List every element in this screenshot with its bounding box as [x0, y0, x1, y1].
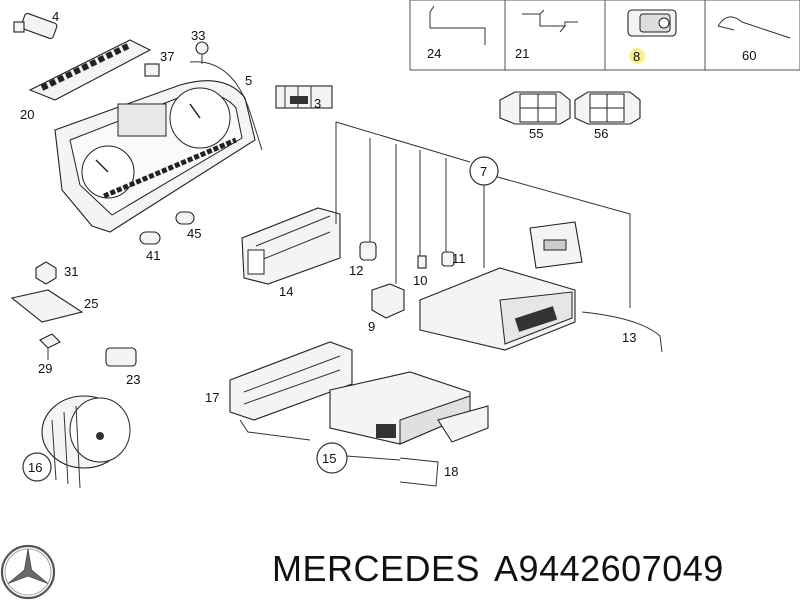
- mount-frame-17: [229, 341, 353, 441]
- callout-highlight-8: [629, 48, 645, 64]
- callout-circle-7: [469, 156, 499, 186]
- tachograph-unit: [329, 371, 489, 445]
- callout-45: 45: [187, 226, 201, 241]
- callout-20: 20: [20, 107, 34, 122]
- callout-16: 16: [28, 460, 42, 475]
- callout-4: 4: [52, 9, 59, 24]
- callout-8: 8: [633, 49, 640, 64]
- callout-14: 14: [279, 284, 293, 299]
- switch-part: [627, 9, 677, 37]
- plate-25: [10, 289, 84, 323]
- mercedes-star-logo: [0, 544, 56, 600]
- bracket-9: [371, 283, 405, 319]
- brand-name: MERCEDES: [272, 548, 481, 589]
- spacer-12: [359, 241, 377, 261]
- relay-55: [499, 91, 571, 125]
- callout-circle-16: [22, 452, 52, 482]
- key-18: [345, 455, 439, 487]
- nut-31: [35, 261, 57, 285]
- callout-56: 56: [594, 126, 608, 141]
- callout-23: 23: [126, 372, 140, 387]
- callout-21: 21: [515, 46, 529, 61]
- gauge-16: [41, 395, 131, 489]
- instrument-cluster: [13, 12, 333, 245]
- footer-part-info: MERCEDES A9442607049: [272, 548, 724, 590]
- callout-5: 5: [245, 73, 252, 88]
- callout-10: 10: [413, 273, 427, 288]
- bolt-29: [39, 333, 61, 360]
- callout-12: 12: [349, 263, 363, 278]
- callout-60: 60: [742, 48, 756, 63]
- radio-mount-bracket: [241, 207, 341, 285]
- callout-41: 41: [146, 248, 160, 263]
- callout-15: 15: [322, 451, 336, 466]
- connector-23: [105, 347, 137, 367]
- callout-24: 24: [427, 46, 441, 61]
- callout-17: 17: [205, 390, 219, 405]
- callout-circle-15: [316, 442, 348, 474]
- callout-11: 11: [452, 251, 466, 266]
- accessory-grid: [409, 0, 800, 71]
- clip-11: [441, 251, 455, 267]
- screw-10: [417, 255, 427, 269]
- radio-unit: [419, 267, 663, 353]
- callout-9: 9: [368, 319, 375, 334]
- callout-labels: 4 33 37 5 20 3 24 21 8 60 55 56 7 45 41 …: [20, 9, 756, 479]
- callout-7: 7: [480, 164, 487, 179]
- callout-33: 33: [191, 28, 205, 43]
- callout-37: 37: [160, 49, 174, 64]
- callout-31: 31: [64, 264, 78, 279]
- callout-25: 25: [84, 296, 98, 311]
- callout-3: 3: [314, 96, 321, 111]
- leader-lines-7: [335, 121, 631, 308]
- callout-18: 18: [444, 464, 458, 479]
- callout-55: 55: [529, 126, 543, 141]
- callout-29: 29: [38, 361, 52, 376]
- part-number: A9442607049: [494, 548, 724, 589]
- callout-13: 13: [622, 330, 636, 345]
- relay-56: [574, 91, 641, 125]
- manual-booklet: [529, 221, 583, 269]
